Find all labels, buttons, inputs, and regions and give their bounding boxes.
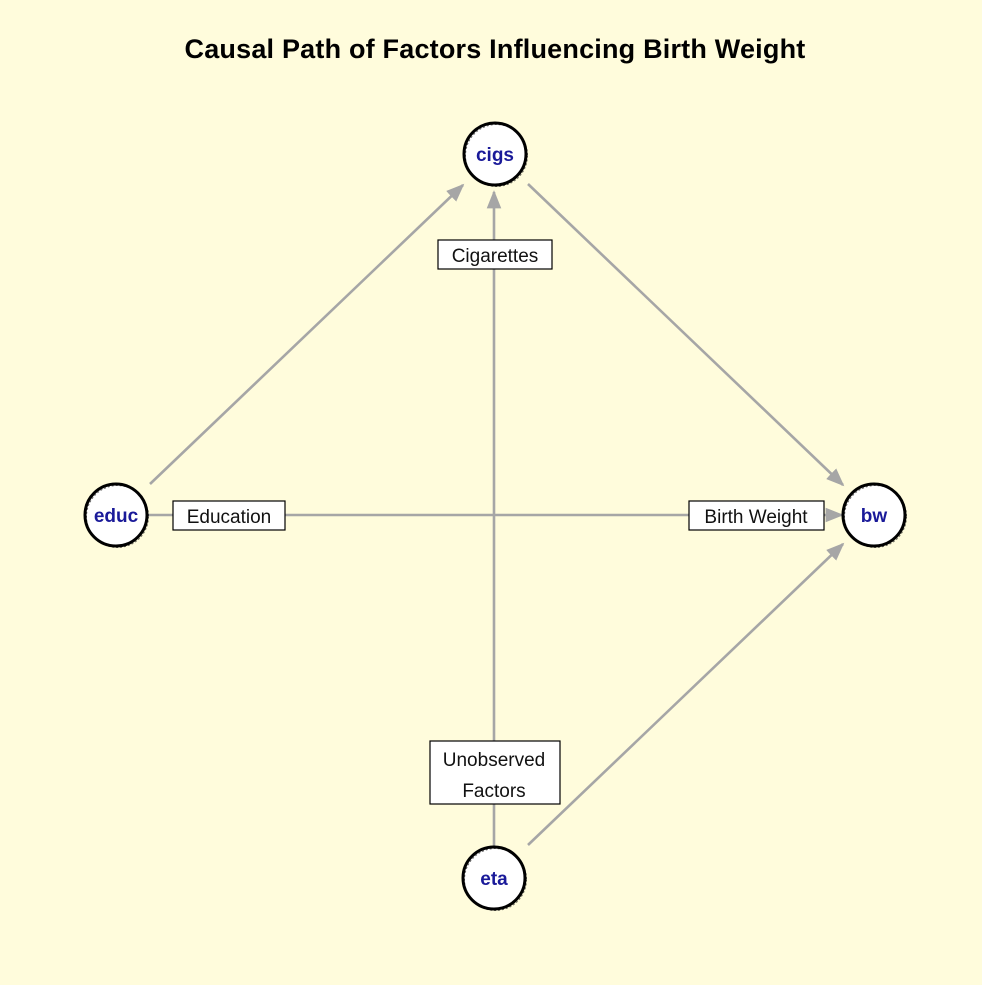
edge-eta-to-bw [527, 542, 845, 846]
edge-label-cigarettes: Cigarettes [437, 239, 553, 270]
node-eta: eta [461, 845, 527, 911]
edge-cigs-to-bw [527, 183, 845, 487]
edge-label-birth-weight: Birth Weight [688, 500, 825, 531]
node-educ-label: educ [94, 506, 139, 527]
edge-label-unobserved-line2: Factors [462, 781, 525, 802]
edge-educ-to-cigs [149, 183, 465, 485]
edge-label-unobserved-line1: Unobserved [443, 750, 545, 771]
edge-label-cigarettes-text: Cigarettes [452, 246, 539, 267]
edge-label-education: Education [172, 500, 286, 531]
node-cigs: cigs [462, 121, 528, 187]
node-bw-label: bw [861, 506, 888, 527]
node-educ: educ [83, 482, 149, 548]
node-bw: bw [841, 482, 907, 548]
edge-label-birth-weight-text: Birth Weight [704, 507, 808, 528]
edge-label-education-text: Education [187, 507, 272, 528]
node-eta-label: eta [480, 869, 508, 890]
diagram-title: Causal Path of Factors Influencing Birth… [184, 34, 806, 64]
edge-label-unobserved-factors: Unobserved Factors [429, 740, 561, 805]
node-cigs-label: cigs [476, 145, 514, 166]
